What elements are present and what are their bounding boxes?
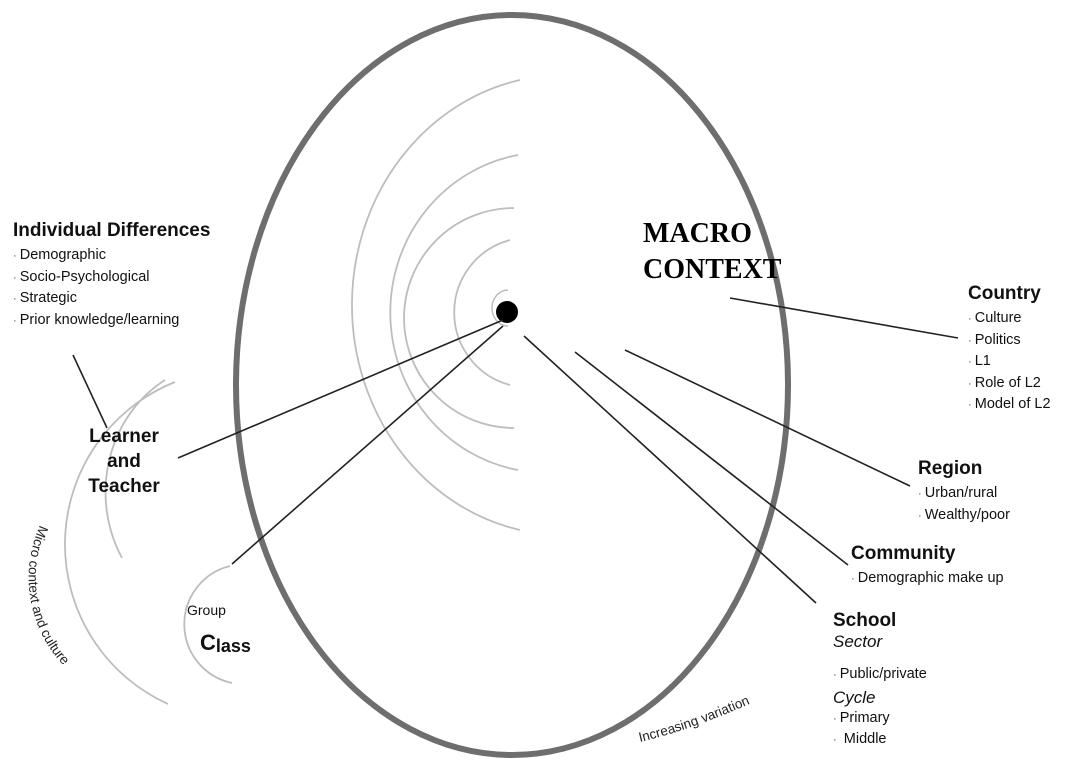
- class-arc: [183, 565, 233, 684]
- school-cycle-item: Primary: [833, 708, 927, 730]
- school-sector-item: Public/private: [833, 664, 927, 686]
- macro-context-circle: [233, 12, 791, 758]
- context-ring-4: [389, 154, 519, 471]
- region-line: [624, 349, 911, 487]
- learner-line3: Teacher: [88, 476, 160, 497]
- class-label-first: C: [200, 630, 216, 655]
- region-item: Urban/rural: [918, 483, 1010, 505]
- country-item: Model of L2: [968, 394, 1051, 416]
- school-cycle-title: Cycle: [833, 687, 876, 707]
- micro-context-arc-inner: [104, 379, 166, 559]
- macro-context-title: MACRO CONTEXT: [643, 216, 781, 288]
- school-title: School: [833, 610, 897, 631]
- community-item: Demographic make up: [851, 568, 1004, 590]
- country-item: L1: [968, 351, 1051, 373]
- macro-to-country-line: [729, 297, 959, 339]
- context-ring-1: [491, 289, 509, 327]
- class-label: Class: [200, 630, 251, 656]
- individual-item: Demographic: [13, 245, 210, 267]
- school-block: School Sector Public/private Cycle Prima…: [833, 610, 927, 751]
- individual-differences-block: Individual Differences Demographic Socio…: [13, 220, 210, 331]
- community-block: Community Demographic make up: [851, 543, 1004, 590]
- country-block: Country Culture Politics L1 Role of L2 M…: [968, 283, 1051, 416]
- learner-line1: Learner: [89, 426, 159, 447]
- region-title: Region: [918, 458, 983, 479]
- class-line: [231, 325, 504, 565]
- individual-differences-title: Individual Differences: [13, 220, 211, 241]
- country-title: Country: [968, 283, 1041, 304]
- macro-line2: CONTEXT: [643, 254, 782, 285]
- individual-item: Socio-Psychological: [13, 267, 210, 289]
- group-label: Group: [187, 602, 226, 618]
- learner-line: [177, 319, 504, 459]
- macro-line1: MACRO: [643, 218, 752, 249]
- learner-teacher-label: Learner and Teacher: [82, 424, 166, 499]
- learner-line2: and: [107, 451, 141, 472]
- micro-context-arc-outer: [64, 381, 176, 705]
- region-block: Region Urban/rural Wealthy/poor: [918, 458, 1010, 526]
- school-cycle-item: Middle: [833, 729, 927, 751]
- school-sector-title: Sector: [833, 632, 883, 651]
- community-title: Community: [851, 543, 956, 564]
- community-line: [574, 351, 849, 566]
- individual-item: Prior knowledge/learning: [13, 310, 210, 332]
- individual-differences-line: [72, 354, 108, 429]
- context-ring-5: [351, 79, 521, 531]
- country-item: Culture: [968, 308, 1051, 330]
- context-ring-3: [403, 207, 515, 429]
- learner-dot: [496, 301, 518, 323]
- region-item: Wealthy/poor: [918, 505, 1010, 527]
- context-ring-2: [453, 239, 511, 386]
- class-label-rest: lass: [215, 636, 251, 656]
- country-item: Politics: [968, 330, 1051, 352]
- individual-item: Strategic: [13, 288, 210, 310]
- school-line: [523, 335, 817, 604]
- country-item: Role of L2: [968, 373, 1051, 395]
